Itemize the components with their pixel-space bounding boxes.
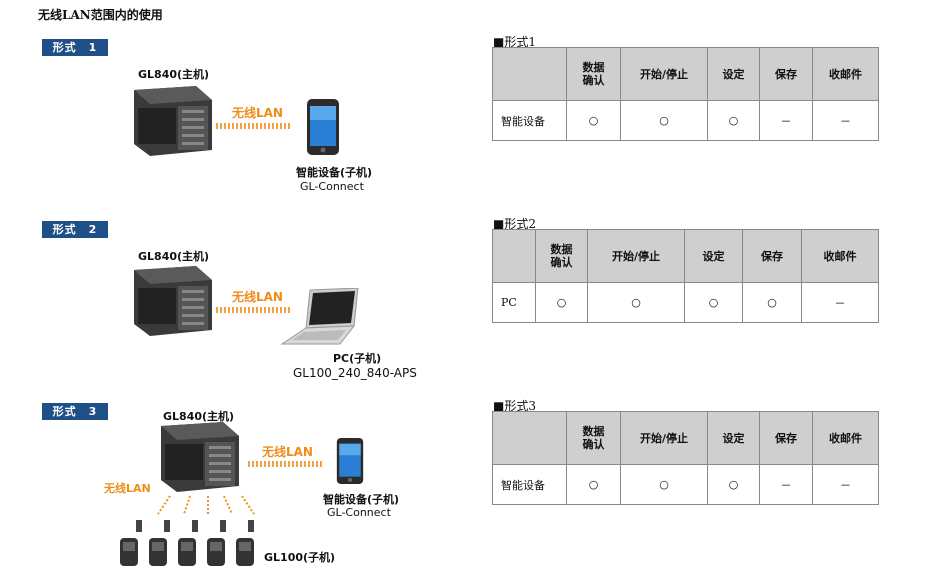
cell-save: ○ <box>742 282 802 323</box>
cell-start-stop: ○ <box>620 100 708 141</box>
header-save: 保存 <box>759 411 813 465</box>
gl840-logger-icon <box>134 266 212 336</box>
cell-receive-mail: － <box>812 464 879 505</box>
header-blank <box>492 229 536 283</box>
table-3-caption: ■形式3 <box>493 399 536 413</box>
form-3-wifi-label: 无线LAN <box>262 445 313 459</box>
row-label: 智能设备 <box>492 100 567 141</box>
cell-save: － <box>759 464 813 505</box>
smartphone-icon <box>336 437 364 485</box>
form-1-badge: 形式 1 <box>42 39 108 56</box>
header-start-stop: 开始/停止 <box>620 411 708 465</box>
cell-start-stop: ○ <box>587 282 685 323</box>
row-label: 智能设备 <box>492 464 567 505</box>
header-blank <box>492 411 567 465</box>
header-data-confirm: 数据 确认 <box>566 411 621 465</box>
form-3-wifi-signal <box>248 461 324 467</box>
gl100-handheld-icons <box>120 520 254 566</box>
form-3-client-label: 智能设备(子机) <box>323 493 400 506</box>
mode-table-1: 数据 确认 开始/停止 设定 保存 收邮件 智能设备 ○ ○ ○ － － <box>492 47 879 141</box>
header-receive-mail: 收邮件 <box>812 411 879 465</box>
form-2-client-label: PC(子机) <box>333 352 382 365</box>
cell-settings: ○ <box>684 282 743 323</box>
header-start-stop: 开始/停止 <box>620 47 708 101</box>
mode-table-2: 数据 确认 开始/停止 设定 保存 收邮件 PC ○ ○ ○ ○ － <box>492 229 879 323</box>
page-title: 无线LAN范围内的使用 <box>38 8 163 22</box>
row-label: PC <box>492 282 536 323</box>
header-blank <box>492 47 567 101</box>
form-3-client-app: GL-Connect <box>327 506 391 519</box>
form-3-sub-label: GL100(子机) <box>264 551 336 564</box>
smartphone-icon <box>307 99 339 155</box>
table-2-caption: ■形式2 <box>493 217 536 231</box>
cell-data-confirm: ○ <box>566 464 621 505</box>
header-data-confirm: 数据 确认 <box>535 229 588 283</box>
header-receive-mail: 收邮件 <box>801 229 879 283</box>
cell-settings: ○ <box>707 464 760 505</box>
table-row: 智能设备 ○ ○ ○ － － <box>492 464 879 505</box>
form-2-wifi-label: 无线LAN <box>232 290 283 304</box>
form-1-host-label: GL840(主机) <box>138 68 210 81</box>
form-1-client-label: 智能设备(子机) <box>296 166 373 179</box>
form-3-badge: 形式 3 <box>42 403 108 420</box>
form-2-host-label: GL840(主机) <box>138 250 210 263</box>
cell-save: － <box>759 100 813 141</box>
cell-receive-mail: － <box>812 100 879 141</box>
header-settings: 设定 <box>707 47 760 101</box>
cell-settings: ○ <box>707 100 760 141</box>
header-start-stop: 开始/停止 <box>587 229 685 283</box>
form-1-wifi-label: 无线LAN <box>232 106 283 120</box>
cell-start-stop: ○ <box>620 464 708 505</box>
form-3-wifi-label-left: 无线LAN <box>104 482 151 495</box>
table-1-caption: ■形式1 <box>493 35 536 49</box>
form-2-client-app: GL100_240_840-APS <box>293 366 417 380</box>
gl840-logger-icon <box>134 86 212 156</box>
table-row: PC ○ ○ ○ ○ － <box>492 282 879 323</box>
form-3-wifi-signal-fan <box>157 495 255 515</box>
form-2-badge: 形式 2 <box>42 221 108 238</box>
header-settings: 设定 <box>707 411 760 465</box>
header-save: 保存 <box>742 229 802 283</box>
form-1-client-app: GL-Connect <box>300 180 364 193</box>
header-settings: 设定 <box>684 229 743 283</box>
cell-data-confirm: ○ <box>566 100 621 141</box>
header-save: 保存 <box>759 47 813 101</box>
gl840-logger-icon <box>161 422 239 492</box>
mode-table-3: 数据 确认 开始/停止 设定 保存 收邮件 智能设备 ○ ○ ○ － － <box>492 411 879 505</box>
header-receive-mail: 收邮件 <box>812 47 879 101</box>
laptop-icon <box>280 288 359 345</box>
form-2-wifi-signal <box>216 307 292 313</box>
form-3-host-label: GL840(主机) <box>163 410 235 423</box>
cell-data-confirm: ○ <box>535 282 588 323</box>
cell-receive-mail: － <box>801 282 879 323</box>
header-data-confirm: 数据 确认 <box>566 47 621 101</box>
form-1-wifi-signal <box>216 123 292 129</box>
table-row: 智能设备 ○ ○ ○ － － <box>492 100 879 141</box>
